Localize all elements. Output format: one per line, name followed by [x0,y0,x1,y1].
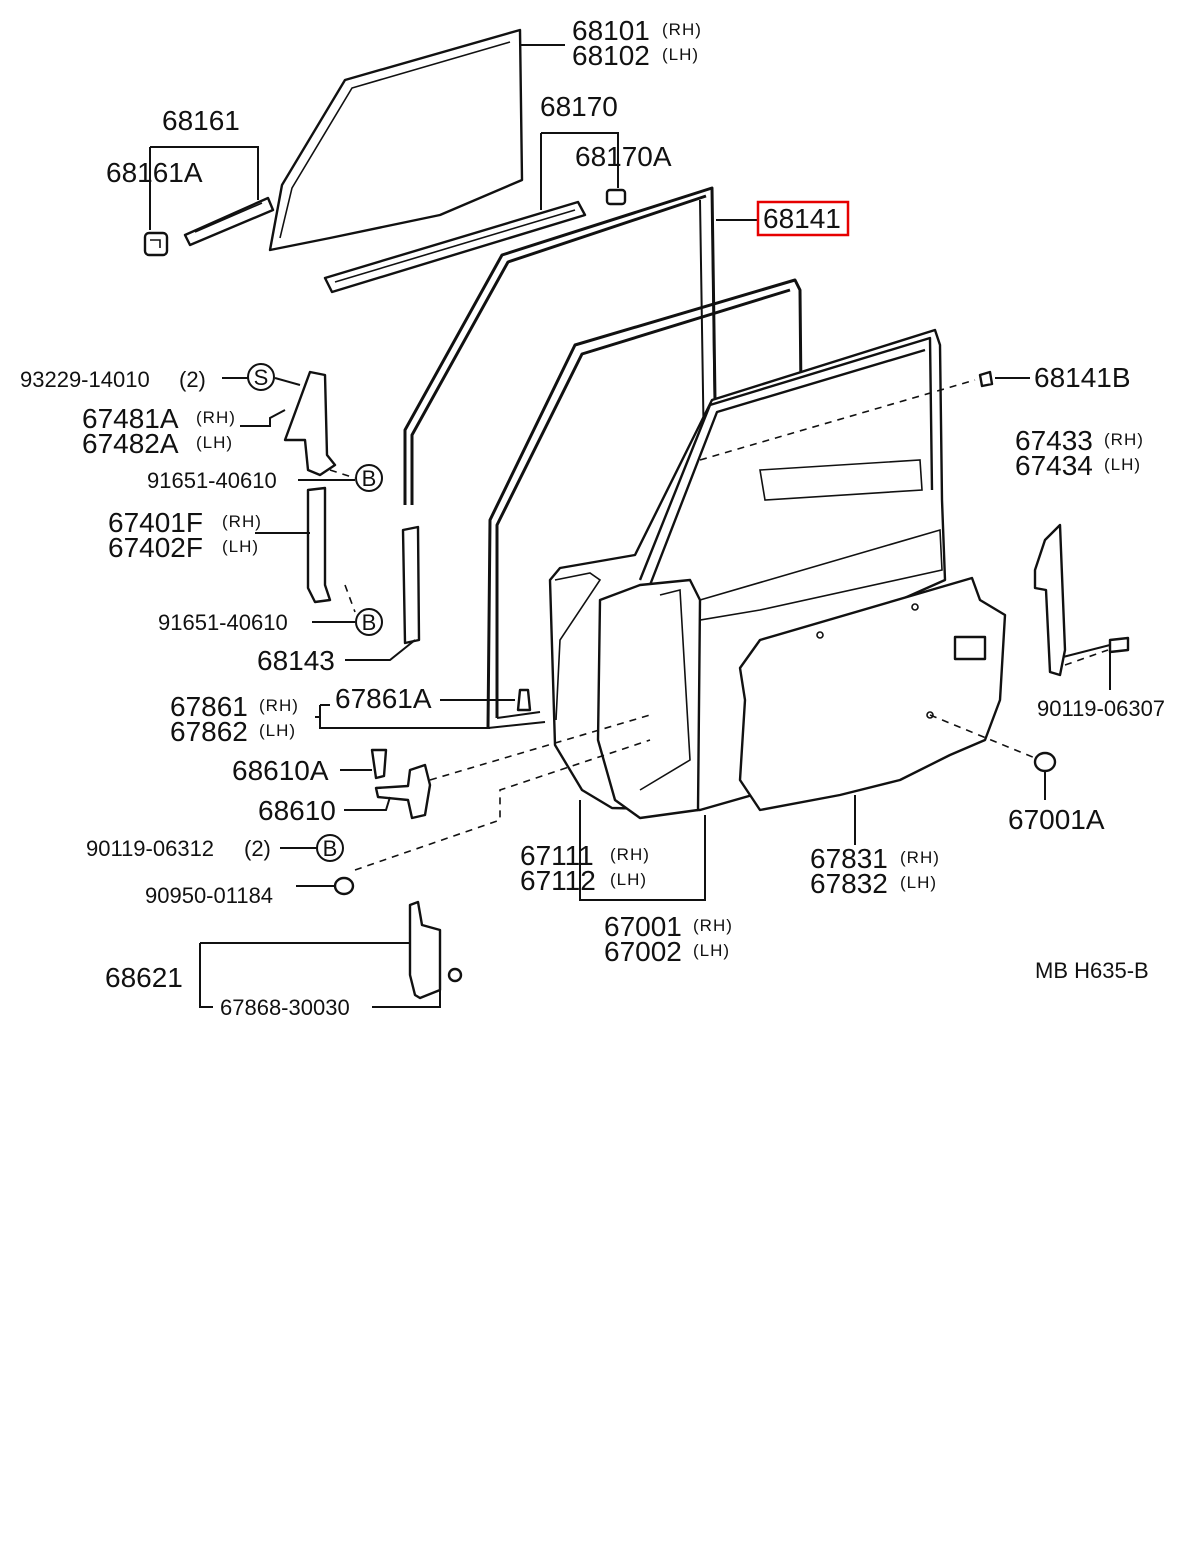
label-67401F-rh: (RH) [222,512,262,531]
svg-text:S: S [254,365,269,390]
label-67112[interactable]: 67112 [520,865,596,896]
hinge-pin-68610A [370,748,388,780]
channel-67433 [1033,523,1067,677]
glass-run-channel-68161 [183,196,275,247]
bolt-90119-06307 [1108,636,1130,654]
label-68610[interactable]: 68610 [258,795,336,826]
channel-67401F [306,486,332,604]
label-68101[interactable]: 68101 [572,15,650,46]
diagram-code: MB H635-B [1035,958,1149,983]
label-67862[interactable]: 67862 [170,716,248,747]
label-67001[interactable]: 67001 [604,911,682,942]
lower-weatherstrip-68143 [401,525,421,645]
symbol-s-circle: S [247,363,275,391]
label-67401F[interactable]: 67401F [108,507,203,538]
label-68143[interactable]: 68143 [257,645,335,676]
svg-text:B: B [362,466,377,491]
label-90119-06312[interactable]: 90119-06312 [86,836,214,861]
label-67481A[interactable]: 67481A [82,403,179,434]
label-67831-rh: (RH) [900,848,940,867]
bolt-67868-30030 [447,967,463,983]
label-91651-40610-b[interactable]: 91651-40610 [158,610,288,635]
label-67868-30030[interactable]: 67868-30030 [220,995,350,1020]
label-67002[interactable]: 67002 [604,936,682,967]
label-68621[interactable]: 68621 [105,962,183,993]
svg-text:B: B [362,610,377,635]
clip-68161A [143,231,169,257]
label-67862-lh: (LH) [259,721,296,740]
label-67434-lh: (LH) [1104,455,1141,474]
door-glass [268,28,524,252]
label-67481A-rh: (RH) [196,408,236,427]
label-67861-rh: (RH) [259,696,299,715]
door-weatherstrip-loop [486,278,804,729]
svg-text:B: B [323,836,338,861]
trim-handle-pocket [953,635,987,661]
label-67433-rh: (RH) [1104,430,1144,449]
label-68610A[interactable]: 68610A [232,755,329,786]
label-68102-lh: (LH) [662,45,699,64]
symbol-b-circle-1: B [355,464,383,492]
rivet-67861A [516,688,532,712]
belt-weatherstrip-68170 [323,200,587,294]
clip-68141B [978,370,994,388]
label-68141-highlighted[interactable]: 68141 [763,203,841,234]
label-68102[interactable]: 68102 [572,40,650,71]
highlight-box [756,200,850,237]
label-67001A[interactable]: 67001A [1008,804,1105,835]
label-67832-lh: (LH) [900,873,937,892]
label-67112-lh: (LH) [610,870,647,889]
label-68101-rh: (RH) [662,20,702,39]
label-93229-qty: (2) [179,367,206,392]
label-67111-rh: (RH) [610,845,650,864]
clip-68170A [605,188,627,206]
mirror-bracket-67481A [283,370,337,477]
label-68170[interactable]: 68170 [540,91,618,122]
door-frame-front [638,336,934,586]
label-67861[interactable]: 67861 [170,691,248,722]
label-93229-14010[interactable]: 93229-14010 [20,367,150,392]
label-67482A[interactable]: 67482A [82,428,179,459]
label-67111[interactable]: 67111 [520,840,594,871]
label-90119-06312-qty: (2) [244,836,271,861]
door-trim-board-67831 [738,576,1007,812]
label-67433[interactable]: 67433 [1015,425,1093,456]
label-90950-01184[interactable]: 90950-01184 [145,883,273,908]
door-check-68621 [408,900,442,1000]
plug-90950-01184 [333,876,355,896]
label-67482A-lh: (LH) [196,433,233,452]
label-67831[interactable]: 67831 [810,843,888,874]
door-inner-panel-67111 [596,578,702,820]
label-67832[interactable]: 67832 [810,868,888,899]
label-67001-rh: (RH) [693,916,733,935]
symbol-b-circle-2: B [355,608,383,636]
label-67002-lh: (LH) [693,941,730,960]
label-67434[interactable]: 67434 [1015,450,1093,481]
label-67402F-lh: (LH) [222,537,259,556]
label-68170A[interactable]: 68170A [575,141,672,172]
label-91651-40610-a[interactable]: 91651-40610 [147,468,277,493]
label-67861A[interactable]: 67861A [335,683,432,714]
grommet-67001A [1033,751,1057,773]
label-90119-06307[interactable]: 90119-06307 [1037,696,1165,721]
label-68161A[interactable]: 68161A [106,157,203,188]
label-67402F[interactable]: 67402F [108,532,203,563]
hinge-68610 [374,763,432,820]
label-68141B[interactable]: 68141B [1034,362,1131,393]
symbol-b-circle-3: B [316,834,344,862]
label-68161[interactable]: 68161 [162,105,240,136]
